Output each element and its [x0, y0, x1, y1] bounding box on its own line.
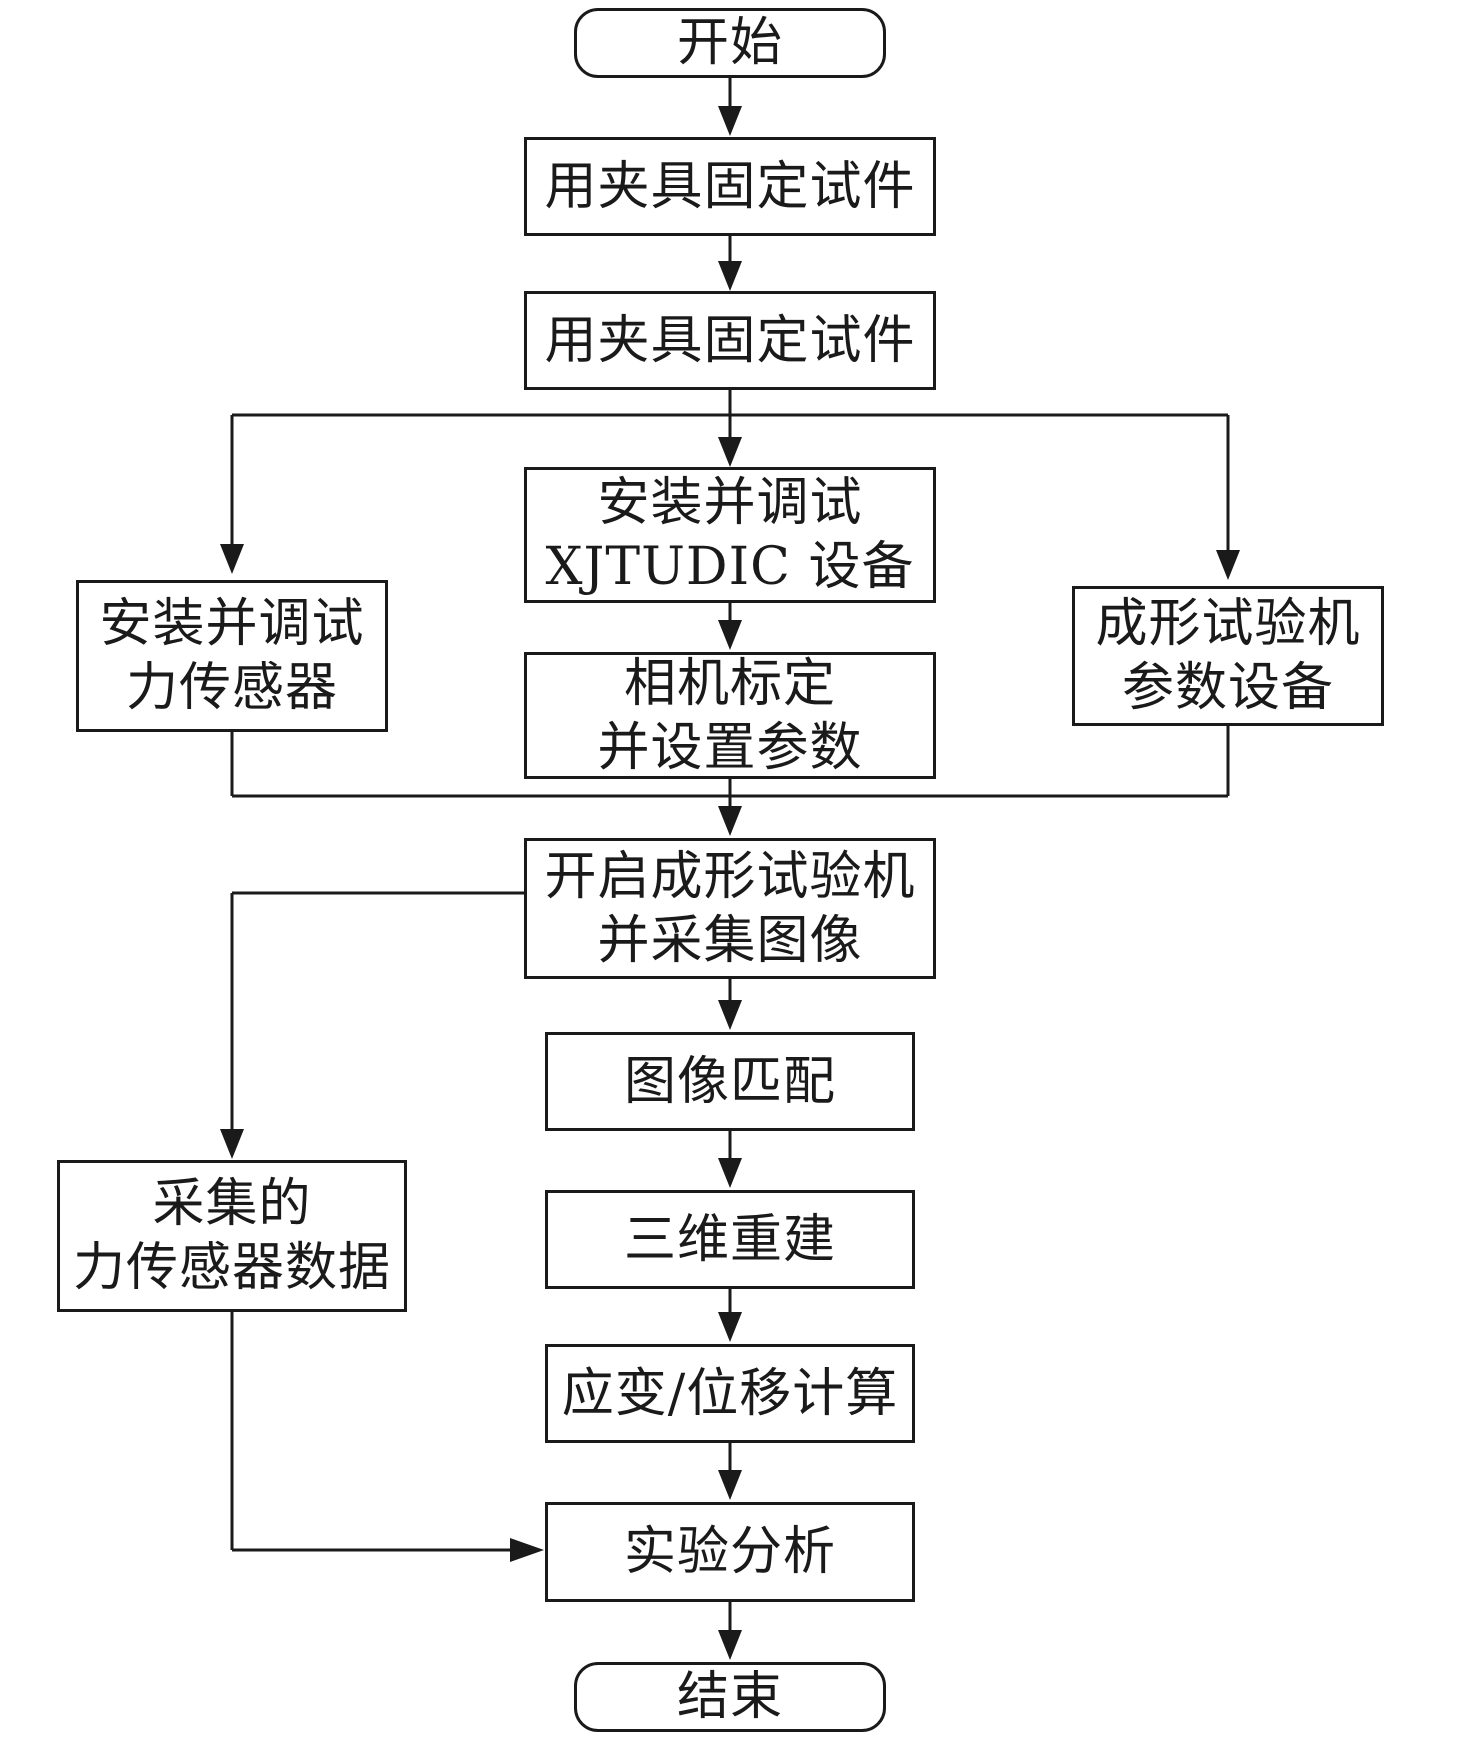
install-force-sensor-line-2: 力传感器 — [125, 658, 338, 718]
force-sensor-data-step: 采集的 力传感器数据 — [57, 1160, 407, 1312]
camera-calibration-line-2: 并设置参数 — [597, 717, 863, 778]
forming-machine-params-step: 成形试验机 参数设备 — [1072, 586, 1384, 726]
arrowhead-calibration — [718, 620, 742, 650]
force-sensor-data-line-2: 力传感器数据 — [72, 1238, 391, 1298]
image-matching-label: 图像匹配 — [623, 1051, 836, 1112]
start-node: 开始 — [574, 8, 886, 78]
end-label: 结束 — [676, 1667, 783, 1727]
arrowhead-strain — [718, 1312, 742, 1342]
install-force-sensor-line-1: 安装并调试 — [99, 594, 365, 654]
install-dic-line-1: 安装并调试 — [597, 473, 863, 533]
force-sensor-data-line-1: 采集的 — [152, 1174, 312, 1234]
image-matching-step: 图像匹配 — [545, 1032, 915, 1131]
camera-calibration-step: 相机标定 并设置参数 — [524, 652, 936, 779]
reconstruction-3d-label: 三维重建 — [623, 1209, 836, 1270]
start-machine-capture-step: 开启成形试验机 并采集图像 — [524, 838, 936, 979]
arrowhead-force-sensor — [220, 544, 244, 574]
arrowhead-fix1 — [718, 106, 742, 136]
arrowhead-analysis-left — [510, 1538, 544, 1562]
start-machine-capture-line-1: 开启成形试验机 — [544, 846, 916, 907]
fix-specimen-step-2: 用夹具固定试件 — [524, 291, 936, 390]
arrowhead-install-dic — [718, 437, 742, 467]
install-dic-step: 安装并调试 XJTUDIC 设备 — [524, 467, 936, 603]
arrowhead-analysis — [718, 1470, 742, 1500]
reconstruction-3d-step: 三维重建 — [545, 1190, 915, 1289]
fix-specimen-2-label: 用夹具固定试件 — [544, 310, 916, 371]
arrowhead-matching — [718, 1000, 742, 1030]
arrowhead-force-data — [220, 1129, 244, 1159]
arrowhead-machine-params — [1216, 550, 1240, 580]
arrowhead-start-machine — [718, 806, 742, 836]
fix-specimen-step-1: 用夹具固定试件 — [524, 137, 936, 236]
install-dic-line-2: XJTUDIC 设备 — [545, 537, 915, 597]
experiment-analysis-label: 实验分析 — [623, 1522, 836, 1582]
strain-displacement-step: 应变/位移计算 — [545, 1344, 915, 1443]
experiment-analysis-step: 实验分析 — [545, 1502, 915, 1602]
forming-machine-params-line-1: 成形试验机 — [1095, 594, 1361, 654]
arrowhead-reconstruction — [718, 1158, 742, 1188]
arrowhead-end — [718, 1630, 742, 1660]
end-node: 结束 — [574, 1662, 886, 1732]
camera-calibration-line-1: 相机标定 — [623, 653, 836, 714]
start-label: 开始 — [676, 13, 783, 73]
arrowhead-fix2 — [718, 261, 742, 291]
forming-machine-params-line-2: 参数设备 — [1121, 658, 1334, 718]
start-machine-capture-line-2: 并采集图像 — [597, 910, 863, 971]
strain-displacement-label: 应变/位移计算 — [561, 1363, 899, 1424]
fix-specimen-1-label: 用夹具固定试件 — [544, 156, 916, 217]
install-force-sensor-step: 安装并调试 力传感器 — [76, 580, 388, 732]
